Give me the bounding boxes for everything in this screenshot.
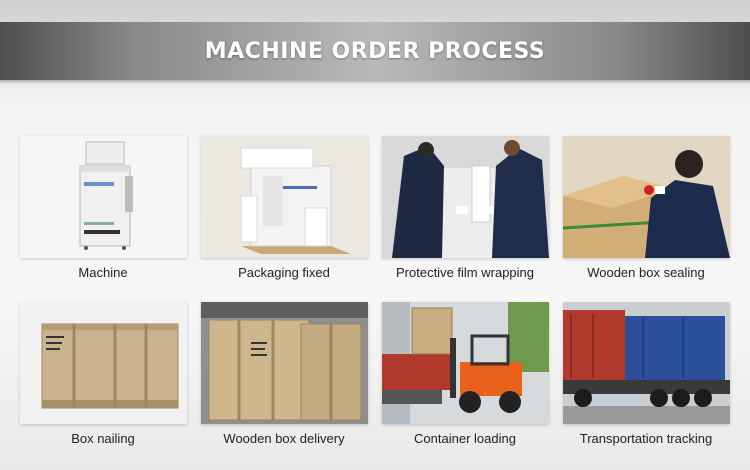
step-card-container-loading [382,302,549,424]
step-card-box-nailing [20,302,187,424]
box-sealing-photo [563,136,730,258]
step-label-crate-delivery: Wooden box delivery [223,431,345,446]
container-truck-photo [563,302,730,424]
film-wrapping-photo [382,136,549,258]
step-label-film-wrapping: Protective film wrapping [396,265,534,280]
step-card-box-sealing [563,136,730,258]
step-label-transportation: Transportation tracking [579,431,713,446]
step-card-packaging [201,136,368,258]
step-card-crate-delivery [201,302,368,424]
step-label-container-loading: Container loading [414,431,516,446]
step-card-transportation [563,302,730,424]
header-banner: MACHINE ORDER PROCESS [0,22,750,84]
foam-packaging-photo [201,136,368,258]
page-title: MACHINE ORDER PROCESS [204,38,546,64]
step-label-packaging: Packaging fixed [238,265,330,280]
wooden-crate-photo [20,302,187,424]
crate-delivery-photo [201,302,368,424]
step-label-machine: Machine [78,265,128,280]
step-card-machine [20,136,187,258]
forklift-loading-photo [382,302,549,424]
step-label-box-sealing: Wooden box sealing [587,265,705,280]
step-label-box-nailing: Box nailing [71,431,135,446]
laser-machine-photo [20,136,187,258]
step-card-film-wrapping [382,136,549,258]
